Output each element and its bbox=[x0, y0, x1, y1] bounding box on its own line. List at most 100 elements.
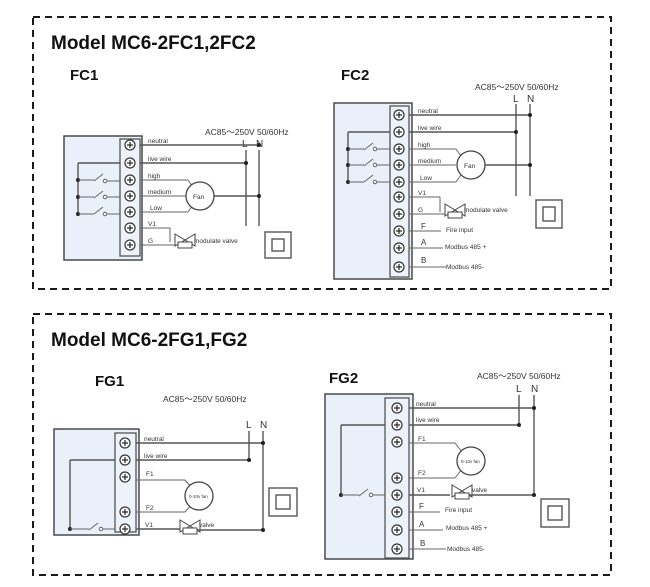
diagram-fc2: FC2 AC85～250V 50/60Hz L N Fan modulate v… bbox=[333, 67, 563, 280]
terminal-label: live wire bbox=[148, 156, 172, 163]
terminal-label: neutral bbox=[144, 436, 164, 443]
valve-icon-fc1 bbox=[174, 233, 196, 249]
terminal-label: F1 bbox=[146, 471, 154, 478]
terminal-screw-icon bbox=[119, 506, 131, 518]
fan-icon-fg2 bbox=[456, 446, 486, 476]
N-label-fg2: N bbox=[531, 384, 538, 395]
modbus-plus-label: Modbus 485 + bbox=[446, 525, 488, 532]
fan-label-fg2: 0-10v fan bbox=[461, 459, 480, 464]
diagram-title-fc2: FC2 bbox=[341, 67, 369, 84]
valve-label-fc1: modulate valve bbox=[194, 238, 238, 245]
terminal-screw-icon bbox=[391, 472, 403, 484]
terminal-screw-icon bbox=[391, 543, 403, 555]
terminal-label: V1 bbox=[417, 487, 425, 494]
L-label-fg2: L bbox=[516, 384, 522, 395]
modbus-plus-label: Modbus 485 + bbox=[445, 244, 487, 251]
terminal-screw-icon bbox=[393, 176, 405, 188]
double-insulation-icon-fg1 bbox=[268, 487, 298, 517]
terminal-screw-icon bbox=[391, 402, 403, 414]
terminal-label: neutral bbox=[418, 108, 438, 115]
terminal-screw-icon bbox=[119, 437, 131, 449]
terminal-label: V1 bbox=[418, 190, 426, 197]
N-label-fc2: N bbox=[527, 94, 534, 105]
fan-icon-fg1 bbox=[184, 481, 214, 511]
switch-icon-fc2-low bbox=[346, 174, 390, 185]
terminal-screw-icon bbox=[119, 523, 131, 535]
diagram-title-fc1: FC1 bbox=[70, 67, 98, 84]
switch-icon-fc1-medium bbox=[76, 190, 120, 200]
valve-icon-fc2 bbox=[444, 203, 466, 219]
terminal-label: F bbox=[421, 222, 426, 231]
terminal-label: V1 bbox=[145, 522, 153, 529]
terminal-screw-icon bbox=[391, 524, 403, 536]
terminal-label: medium bbox=[418, 158, 441, 165]
modbus-minus-label: Modbus 485- bbox=[446, 264, 484, 271]
switch-icon-fg1 bbox=[68, 522, 115, 532]
terminal-screw-icon bbox=[124, 174, 136, 186]
supply-label-fg1: AC85～250V 50/60Hz bbox=[163, 394, 247, 404]
terminal-label: F bbox=[419, 502, 424, 511]
terminal-label: high bbox=[148, 173, 161, 180]
terminal-screw-icon bbox=[393, 225, 405, 237]
L-label-fc2: L bbox=[513, 94, 519, 105]
valve-label-fg2: valve bbox=[472, 487, 488, 494]
supply-label-fc1: AC85～250V 50/60Hz bbox=[205, 127, 289, 137]
terminal-screw-icon bbox=[393, 261, 405, 273]
supply-label-fc2: AC85～250V 50/60Hz bbox=[475, 82, 559, 92]
N-label-fg1: N bbox=[260, 420, 267, 431]
terminal-label: G bbox=[418, 207, 423, 214]
switch-icon-fc2-medium bbox=[346, 158, 390, 168]
fire-input-label: Fire input bbox=[446, 227, 473, 234]
section-frame-fc bbox=[32, 16, 612, 290]
valve-icon-fg1 bbox=[179, 519, 201, 535]
terminal-label: high bbox=[418, 142, 431, 149]
diagram-fc1: FC1 AC85～250V 50/60Hz L N Fan mod bbox=[63, 67, 292, 261]
terminal-label: B bbox=[420, 539, 425, 548]
terminal-screws bbox=[119, 109, 405, 555]
terminal-screw-icon bbox=[393, 109, 405, 121]
valve-label-fc2: modulate valve bbox=[464, 207, 508, 214]
valve-label-fg1: valve bbox=[199, 522, 215, 529]
L-label-fg1: L bbox=[246, 420, 252, 431]
section-title-fg: Model MC6-2FG1,FG2 bbox=[51, 330, 247, 351]
terminal-screw-icon bbox=[391, 419, 403, 431]
terminal-screw-icon bbox=[391, 506, 403, 518]
terminal-screw-icon bbox=[124, 222, 136, 234]
fire-input-label: Fire input bbox=[445, 507, 472, 514]
terminal-label: F2 bbox=[146, 505, 154, 512]
terminal-screw-icon bbox=[393, 242, 405, 254]
terminal-screw-icon bbox=[393, 191, 405, 203]
terminal-label: medium bbox=[148, 189, 171, 196]
terminal-screw-icon bbox=[391, 436, 403, 448]
terminal-label: F2 bbox=[418, 470, 426, 477]
terminal-label: live wire bbox=[144, 453, 168, 460]
terminal-screw-icon bbox=[393, 143, 405, 155]
terminal-label: A bbox=[419, 520, 425, 529]
terminal-screw-icon bbox=[124, 157, 136, 169]
switch-icon-fc1-high bbox=[76, 173, 120, 184]
terminal-label: neutral bbox=[148, 138, 168, 145]
terminal-label: Low bbox=[150, 205, 162, 212]
section-title-fc: Model MC6-2FC1,2FC2 bbox=[51, 33, 256, 54]
fan-label-fc1: Fan bbox=[193, 194, 205, 201]
switch-icon-fc2-high bbox=[346, 142, 390, 152]
terminal-screw-icon bbox=[119, 454, 131, 466]
terminal-label: A bbox=[421, 238, 427, 247]
terminal-screw-icon bbox=[124, 190, 136, 202]
terminal-screw-icon bbox=[393, 126, 405, 138]
terminal-label: F1 bbox=[418, 436, 426, 443]
terminal-screw-icon bbox=[124, 239, 136, 251]
modbus-minus-label: Modbus 485- bbox=[447, 546, 485, 553]
double-insulation-icon-fc2 bbox=[535, 199, 563, 229]
fan-label-fg1: 0-10v fan bbox=[189, 494, 208, 499]
terminal-screw-icon bbox=[124, 206, 136, 218]
terminal-screw-icon bbox=[393, 208, 405, 220]
terminal-screw-icon bbox=[124, 139, 136, 151]
switch-icon-fc1-low bbox=[76, 206, 120, 217]
switch-icon-fg2 bbox=[339, 488, 385, 498]
double-insulation-icon-fc1 bbox=[264, 231, 292, 259]
section-frame-fg bbox=[32, 313, 612, 576]
terminal-label: V1 bbox=[148, 221, 156, 228]
double-insulation-icon-fg2 bbox=[540, 498, 570, 528]
